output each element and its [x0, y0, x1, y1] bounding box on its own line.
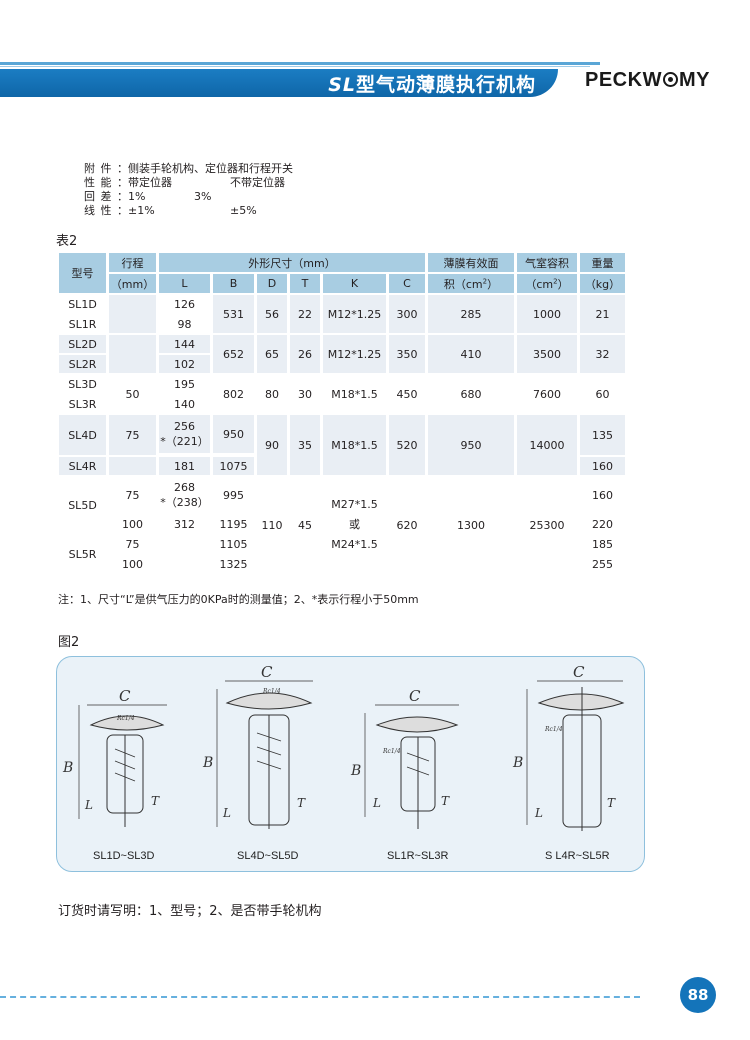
table-label: 表2	[56, 234, 78, 249]
dim-t: T	[151, 794, 160, 808]
order-note: 订货时请写明：1、型号；2、是否带手轮机构	[58, 904, 322, 919]
table-row: 100 1325 255	[59, 555, 625, 573]
dim-b: B	[62, 760, 73, 776]
table-row: SL4D 75 256*（221） 950 90 35 M18*1.5 520 …	[59, 415, 625, 475]
th-weight: 重量	[580, 253, 625, 272]
svg-text:B: B	[202, 755, 213, 771]
table-row: SL1D 126 531 56 22 M12*1.25 300 285 1000…	[59, 295, 625, 333]
svg-text:Rc1/4: Rc1/4	[262, 688, 281, 695]
drawing-sl4d-sl5d: C Rc1/4 B L T SL4D~SL5D	[202, 663, 313, 862]
table-row: SL3D 50 195 802 80 30 M18*1.5 450 680 76…	[59, 375, 625, 413]
th-volume-unit: （cm2）	[517, 274, 577, 293]
table-row: SL1R 98	[59, 315, 625, 333]
th-model: 型号	[59, 253, 106, 293]
circle-o-logo-icon	[662, 72, 678, 87]
spec-table: 型号 行程 外形尺寸（mm） 薄膜有效面 气室容积 重量 （mm） L B D …	[56, 251, 628, 575]
th-area: 薄膜有效面	[428, 253, 514, 272]
table-row: 100 312 1195 220	[59, 515, 625, 533]
th-stroke-unit: （mm）	[109, 274, 156, 293]
th-K: K	[323, 274, 386, 293]
header-band: SL型气动薄膜执行机构	[0, 69, 558, 97]
caption-1: SL1D~SL3D	[93, 850, 155, 862]
actuator-drawings: C Rc1/4 B L T SL1D~SL3D C Rc1/4 B L T SL…	[62, 663, 625, 862]
table-row: SL2R 102	[59, 355, 625, 373]
th-stroke: 行程	[109, 253, 156, 272]
dim-c: C	[119, 687, 131, 705]
drawing-sl1d-sl3d: C Rc1/4 B L T SL1D~SL3D	[62, 687, 167, 862]
th-B: B	[213, 274, 254, 293]
svg-text:Rc1/4: Rc1/4	[382, 748, 401, 755]
svg-text:C: C	[573, 663, 585, 681]
table-note: 注：1、尺寸“L”是供气压力的0KPa时的测量值；2、*表示行程小于50mm	[58, 593, 419, 606]
header-rule	[0, 62, 600, 65]
th-T: T	[290, 274, 320, 293]
caption-2: SL4D~SL5D	[237, 850, 299, 862]
svg-text:L: L	[534, 806, 543, 820]
svg-text:B: B	[512, 755, 523, 771]
th-area-unit: 积（cm2）	[428, 274, 514, 293]
table-row: SL2D 144 652 65 26 M12*1.25 350 410 3500…	[59, 335, 625, 373]
svg-text:C: C	[261, 663, 273, 681]
svg-text:B: B	[350, 763, 361, 779]
drawing-sl4r-sl5r: C Rc1/4 B L T S L4R~SL5R	[512, 663, 625, 862]
page-number: 88	[680, 977, 716, 1013]
svg-text:T: T	[441, 794, 450, 808]
table-row: SL5R 75 1105 185	[59, 535, 625, 573]
caption-4: S L4R~SL5R	[545, 850, 610, 862]
dim-l: L	[84, 798, 93, 812]
svg-text:Rc1/4: Rc1/4	[544, 726, 563, 733]
table-row: SL4R 181 1075 160	[59, 457, 625, 475]
actuator-figure: C Rc1/4 B L T SL1D~SL3D C Rc1/4 B L T SL…	[56, 656, 645, 872]
svg-text:Rc1/4: Rc1/4	[116, 715, 135, 722]
figure-label: 图2	[58, 635, 80, 650]
drawing-sl1r-sl3r: C Rc1/4 B L T SL1R~SL3R	[350, 687, 459, 862]
svg-text:L: L	[372, 796, 381, 810]
svg-text:T: T	[607, 796, 616, 810]
svg-text:T: T	[297, 796, 306, 810]
table-row: SL3R 140	[59, 395, 625, 413]
footer-dashed-rule	[0, 996, 640, 998]
th-volume: 气室容积	[517, 253, 577, 272]
svg-text:L: L	[222, 806, 231, 820]
th-C: C	[389, 274, 425, 293]
th-dimensions: 外形尺寸（mm）	[159, 253, 425, 272]
th-D: D	[257, 274, 287, 293]
caption-3: SL1R~SL3R	[387, 850, 449, 862]
page-title: SL型气动薄膜执行机构	[328, 74, 536, 96]
header-rule-thin	[0, 66, 590, 67]
th-weight-unit: （kg）	[580, 274, 625, 293]
svg-text:C: C	[409, 687, 421, 705]
th-L: L	[159, 274, 210, 293]
